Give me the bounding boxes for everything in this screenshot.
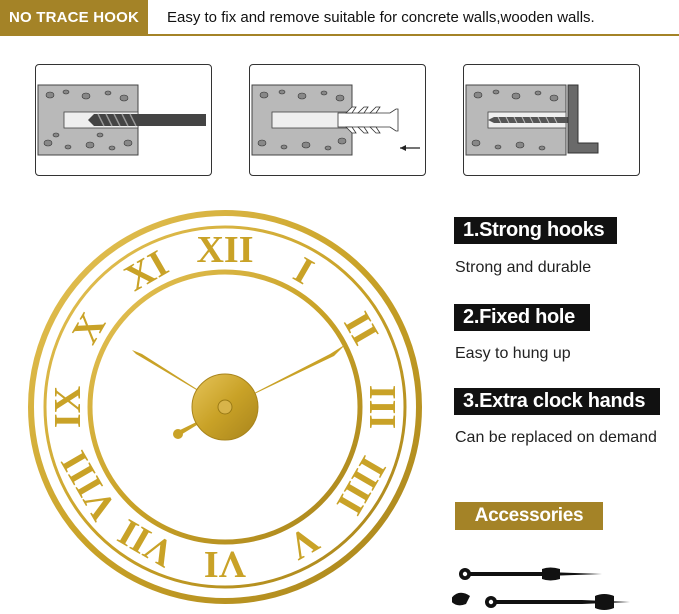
feature-title-2: 2.Fixed hole: [454, 304, 590, 331]
feature-desc-1: Strong and durable: [455, 259, 592, 276]
numeral-iii: III: [361, 385, 403, 429]
clock-outer-ring: [28, 210, 422, 604]
clock-second-ring: [43, 225, 407, 589]
banner-text: Easy to fix and remove suitable for conc…: [167, 8, 595, 26]
drill-icon: [37, 84, 206, 156]
wall-anchor-icon: [251, 84, 420, 156]
install-step-hook: [463, 64, 640, 176]
accessories-label: Accessories: [455, 502, 603, 530]
hook-screw-icon: [465, 84, 599, 156]
numeral-ix: IX: [47, 386, 89, 428]
numeral-xii: XII: [196, 229, 253, 271]
feature-desc-2: Easy to hung up: [455, 345, 571, 362]
numeral-i: I: [287, 249, 321, 293]
numeral-vii: VII: [111, 510, 181, 575]
feature-title-1: 1.Strong hooks: [454, 217, 617, 244]
numeral-iiii: IIII: [328, 449, 394, 521]
numeral-vi: VI: [204, 543, 246, 585]
install-step-anchor: [249, 64, 426, 176]
install-step-drill: [35, 64, 212, 176]
feature-title-3: 3.Extra clock hands: [454, 388, 660, 415]
accessory-clock-hands: [452, 567, 630, 610]
banner-tag: NO TRACE HOOK: [0, 0, 148, 34]
banner-divider: [0, 34, 679, 36]
feature-desc-3: Can be replaced on demand: [455, 429, 657, 446]
numeral-xi: XI: [118, 242, 176, 299]
